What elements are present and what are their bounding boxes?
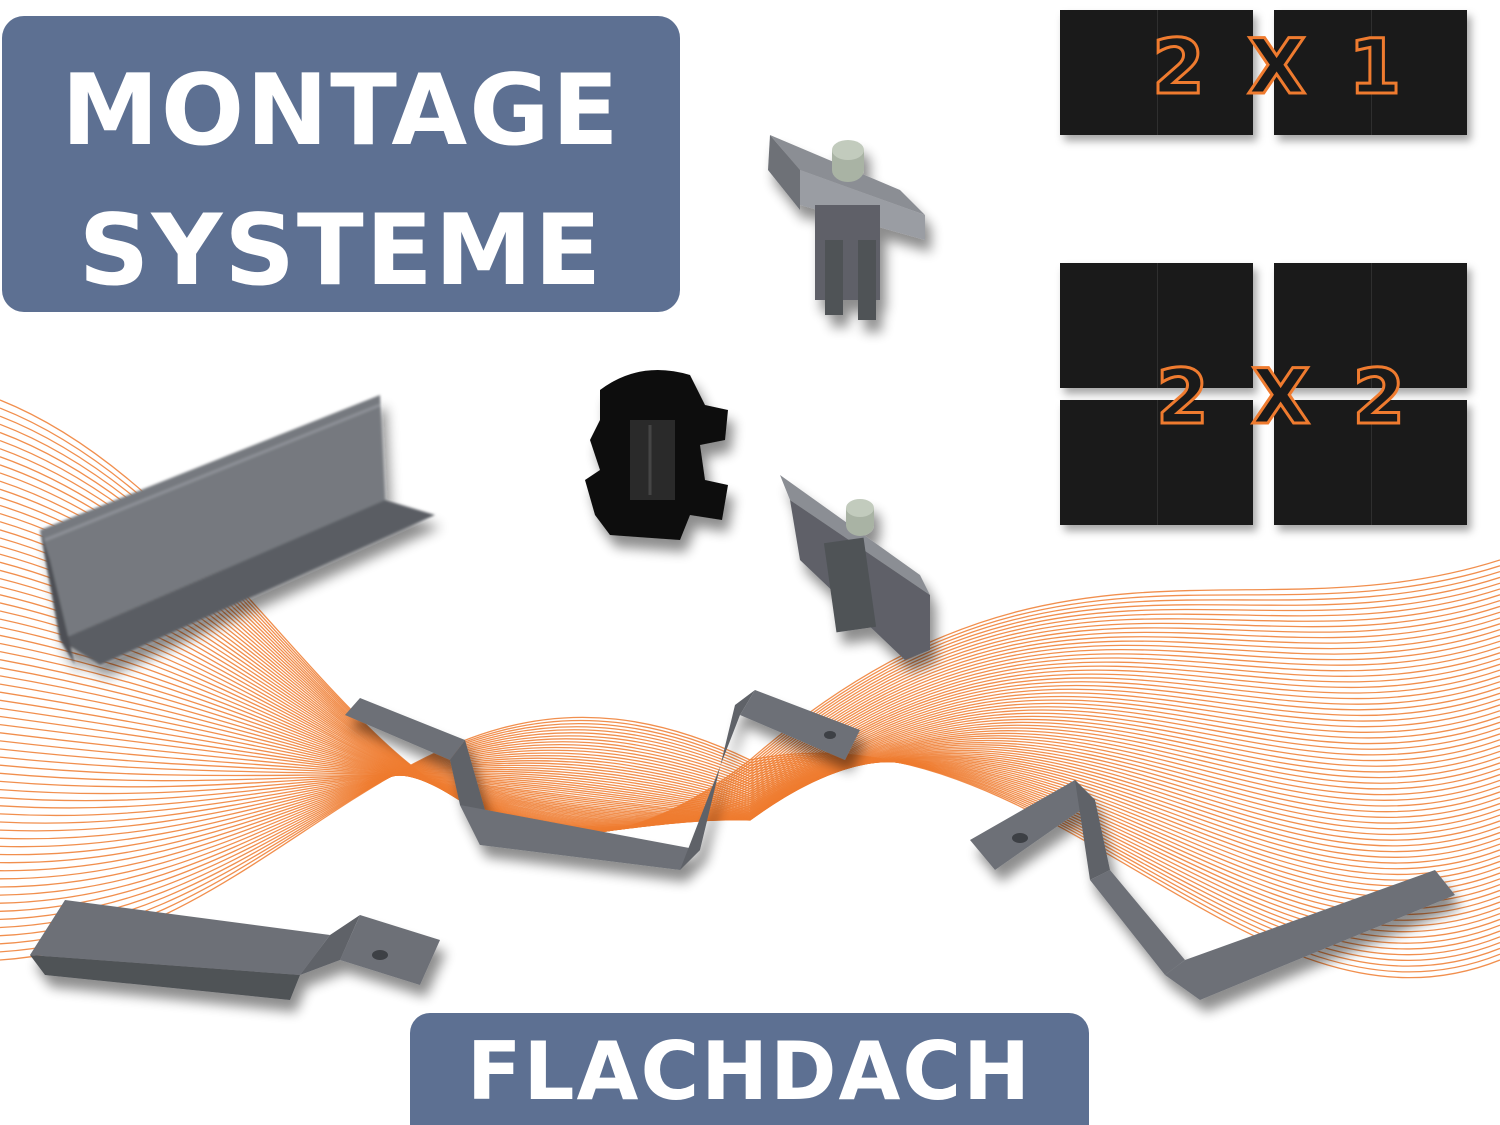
config-2x1-label: 2 X 1: [1150, 21, 1410, 113]
wave-line: [0, 754, 1500, 904]
config-2x2-label: 2 X 2: [1154, 351, 1414, 443]
subtitle-text: FLACHDACH: [466, 1025, 1033, 1118]
wave-line: [0, 757, 1500, 898]
solar-panel: [1060, 400, 1253, 525]
solar-panel: [1274, 400, 1467, 525]
wave-line: [0, 504, 1500, 831]
wave-line: [0, 729, 1500, 956]
solar-panel: [1060, 263, 1253, 388]
wave-line: [0, 439, 1500, 834]
roof-hook-right: [970, 780, 1455, 1000]
wave-line: [0, 448, 1500, 833]
title-line-1: MONTAGE: [61, 54, 621, 168]
solar-panel: [1274, 263, 1467, 388]
solar-panel: [1274, 10, 1467, 135]
wave-line: [0, 496, 1500, 831]
subtitle-banner: FLACHDACH: [410, 1013, 1089, 1125]
wave-line: [0, 744, 1500, 927]
wave-line: [0, 749, 1500, 916]
wave-line: [0, 759, 1500, 893]
wave-line: [0, 752, 1500, 910]
end-cap: [585, 370, 728, 540]
wave-line: [0, 748, 1500, 836]
wave-line: [0, 756, 1500, 870]
wave-line: [0, 456, 1500, 833]
title-banner: MONTAGE SYSTEME: [2, 16, 680, 312]
wave-line: [0, 757, 1500, 875]
wave-line: [0, 741, 1500, 933]
wave-line: [0, 746, 1500, 921]
wave-line: [0, 726, 1500, 962]
wave-line: [0, 488, 1500, 832]
wave-line: [0, 752, 1500, 853]
roof-hook-center: [345, 690, 860, 870]
wave-line: [0, 738, 1500, 939]
wave-line: [0, 759, 1500, 887]
wave-line: [0, 755, 1500, 864]
angle-profile-rail: [40, 395, 435, 665]
wave-line: [0, 464, 1500, 833]
solar-panel: [1060, 10, 1253, 135]
wave-line: [0, 758, 1500, 881]
wave-line: [0, 751, 1500, 847]
mid-clamp: [768, 135, 925, 320]
end-clamp: [780, 475, 930, 660]
title-line-2: SYSTEME: [78, 194, 604, 308]
wave-line: [0, 480, 1500, 832]
wave-line: [0, 754, 1500, 858]
wave-line: [0, 735, 1500, 944]
wave-line: [0, 749, 1500, 841]
roof-hook-left: [30, 900, 440, 1000]
wave-line: [0, 732, 1500, 950]
